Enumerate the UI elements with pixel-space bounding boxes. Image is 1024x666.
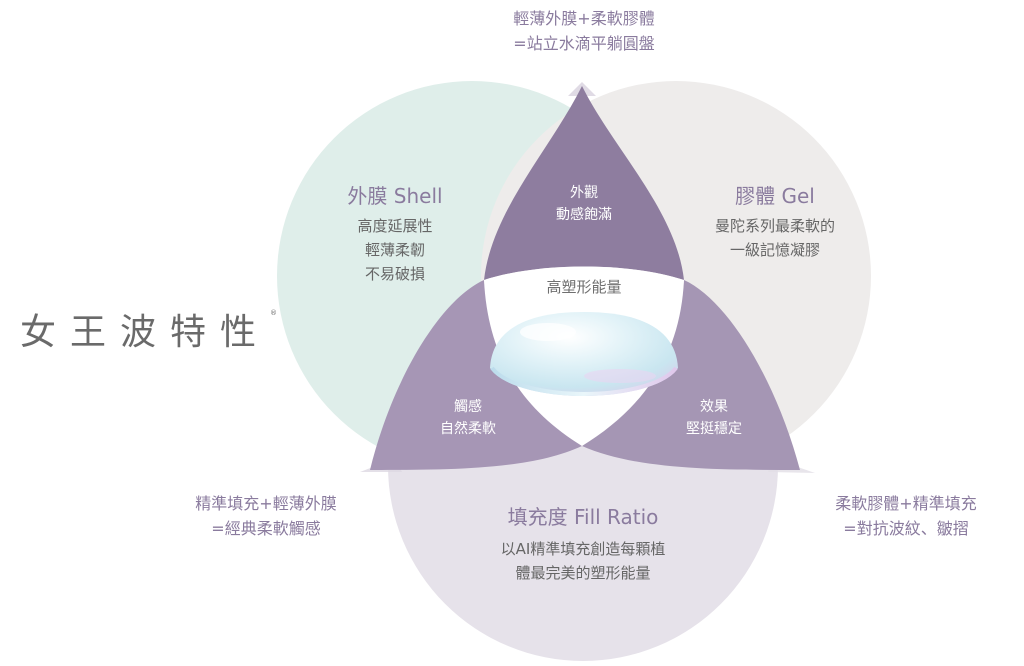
fill-heading: 填充度 Fill Ratio: [507, 505, 659, 529]
fill-description: 以AI精準填充創造每顆植 體最完美的塑形能量: [470, 537, 696, 585]
petal-top-line1: 外觀: [570, 185, 598, 201]
gel-description: 曼陀系列最柔軟的 一級記憶凝膠: [680, 214, 870, 262]
shell-line-2: 輕薄柔韌: [364, 241, 425, 259]
shell-line-3: 不易破損: [364, 265, 425, 283]
registered-mark: ®: [270, 309, 278, 317]
left-annotation-line1: 精準填充+輕薄外膜: [195, 494, 337, 513]
right-annotation-line2: =對抗波紋、皺摺: [843, 519, 969, 538]
petal-right-label: 效果 堅挺穩定: [664, 396, 764, 440]
fill-line-1: 以AI精準填充創造每顆植: [500, 540, 666, 558]
gel-heading: 膠體 Gel: [735, 184, 815, 208]
right-annotation: 柔軟膠體+精準填充 =對抗波紋、皺摺: [806, 491, 1006, 541]
fill-line-2: 體最完美的塑形能量: [515, 564, 651, 582]
left-annotation-line2: =經典柔軟觸感: [211, 519, 321, 538]
shell-heading: 外膜 Shell: [347, 184, 443, 208]
right-annotation-line1: 柔軟膠體+精準填充: [835, 494, 977, 513]
petal-right-line1: 效果: [700, 399, 728, 415]
gel-line-2: 一級記憶凝膠: [729, 241, 820, 259]
center-label: 高塑形能量: [546, 278, 622, 296]
breast-implant-image: [490, 312, 678, 397]
left-annotation: 精準填充+輕薄外膜 =經典柔軟觸感: [166, 491, 366, 541]
petal-left-line2: 自然柔軟: [440, 421, 496, 437]
petal-left-label: 觸感 自然柔軟: [418, 396, 518, 440]
petal-top-line2: 動感飽滿: [556, 207, 612, 223]
petal-left-shape: [370, 280, 582, 470]
top-annotation: 輕薄外膜+柔軟膠體 =站立水滴平躺圓盤: [484, 6, 684, 56]
shell-description: 高度延展性 輕薄柔韌 不易破損: [320, 214, 470, 286]
petal-right-shape: [582, 280, 800, 470]
shell-line-1: 高度延展性: [357, 217, 433, 235]
petal-top-label: 外觀 動感飽滿: [534, 182, 634, 226]
top-annotation-line1: 輕薄外膜+柔軟膠體: [513, 9, 655, 28]
petal-right-line2: 堅挺穩定: [686, 421, 742, 437]
page-title: 女王波特性®: [20, 309, 278, 353]
top-annotation-line2: =站立水滴平躺圓盤: [513, 34, 655, 53]
petal-top-shape: [484, 86, 684, 280]
petal-left-line1: 觸感: [454, 399, 482, 415]
gel-line-1: 曼陀系列最柔軟的: [714, 217, 835, 235]
